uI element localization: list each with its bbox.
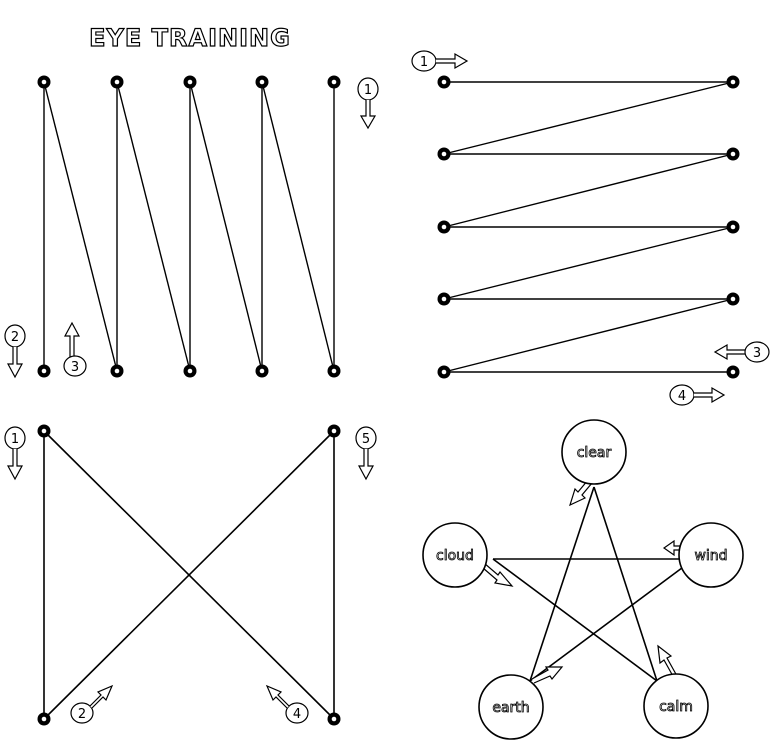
fixation-dot (327, 424, 341, 438)
svg-text:1: 1 (420, 55, 428, 70)
pentagram-circle-label: cloud (436, 548, 474, 564)
fixation-dot (726, 365, 740, 379)
pentagram-circle-label: clear (577, 445, 612, 461)
arrow-right-icon (694, 386, 726, 404)
arrow-up-left-icon (265, 684, 290, 709)
arrow-left-icon (662, 539, 688, 557)
svg-text:1: 1 (11, 432, 19, 447)
step-marker-2: 2 (70, 684, 114, 724)
pentagram-circle-clear: clear (561, 419, 627, 485)
fixation-dot (37, 424, 51, 438)
arrow-down-right-icon (482, 562, 514, 587)
diagram-pentagram: clear wind calm earth cloud (422, 419, 744, 740)
pentagram-circle-calm: calm (643, 673, 709, 739)
svg-text:1: 1 (364, 83, 372, 98)
step-marker-2: 2 (4, 324, 26, 379)
svg-text:3: 3 (753, 346, 761, 361)
fixation-dot (183, 364, 197, 378)
fixation-dot (726, 220, 740, 234)
fixation-dot (726, 292, 740, 306)
fixation-dot (327, 364, 341, 378)
step-marker-3: 3 (713, 341, 770, 363)
step-marker-4: 4 (265, 684, 309, 724)
fixation-dot (37, 75, 51, 89)
fixation-dot (437, 365, 451, 379)
fixation-dot (726, 147, 740, 161)
arrow-up-right-icon (531, 666, 564, 684)
arrow-up-icon (63, 321, 81, 357)
fixation-dot (37, 364, 51, 378)
svg-text:2: 2 (11, 330, 19, 345)
step-marker-1: 1 (411, 50, 469, 72)
svg-text:4: 4 (293, 707, 301, 722)
fixation-dot (726, 75, 740, 89)
pentagram-circle-wind: wind (678, 522, 744, 588)
step-marker-5: 5 (355, 426, 377, 481)
diagram-horizontal-zigzag: 1 3 4 (411, 50, 770, 406)
svg-text:2: 2 (78, 707, 86, 722)
fixation-dot (110, 75, 124, 89)
fixation-dot (437, 292, 451, 306)
step-marker-3: 3 (63, 321, 87, 377)
fixation-dot (437, 75, 451, 89)
fixation-dot (183, 75, 197, 89)
step-marker-1: 1 (357, 77, 379, 130)
arrow-up-right-icon (89, 684, 114, 709)
fixation-dot (437, 147, 451, 161)
pentagram-circle-earth: earth (478, 674, 544, 740)
svg-text:4: 4 (678, 389, 686, 404)
step-marker-1: 1 (4, 426, 26, 481)
svg-text:5: 5 (362, 432, 370, 447)
fixation-dot (437, 220, 451, 234)
arrow-down-left-icon (569, 479, 593, 507)
page-title: EYE TRAINING (89, 23, 291, 52)
pentagram-circle-label: wind (694, 548, 727, 564)
arrow-down-icon (6, 449, 24, 481)
arrow-left-icon (713, 343, 746, 361)
pentagram-circle-label: earth (492, 700, 529, 716)
fixation-dot (327, 712, 341, 726)
svg-text:3: 3 (71, 360, 79, 375)
step-marker-4: 4 (669, 384, 726, 406)
pentagram-circle-cloud: cloud (422, 522, 488, 588)
fixation-dot (37, 712, 51, 726)
diagram-cross: 1 5 2 4 (4, 424, 377, 726)
fixation-dot (255, 75, 269, 89)
arrow-up-icon (657, 644, 678, 679)
fixation-dot (110, 364, 124, 378)
pentagram-circle-label: calm (659, 699, 693, 715)
arrow-down-icon (6, 347, 24, 379)
fixation-dot (255, 364, 269, 378)
arrow-down-icon (357, 449, 375, 481)
diagram-vertical-zigzag: 1 2 3 (4, 75, 379, 379)
arrow-down-icon (359, 100, 377, 130)
arrow-right-icon (436, 52, 469, 70)
fixation-dot (327, 75, 341, 89)
